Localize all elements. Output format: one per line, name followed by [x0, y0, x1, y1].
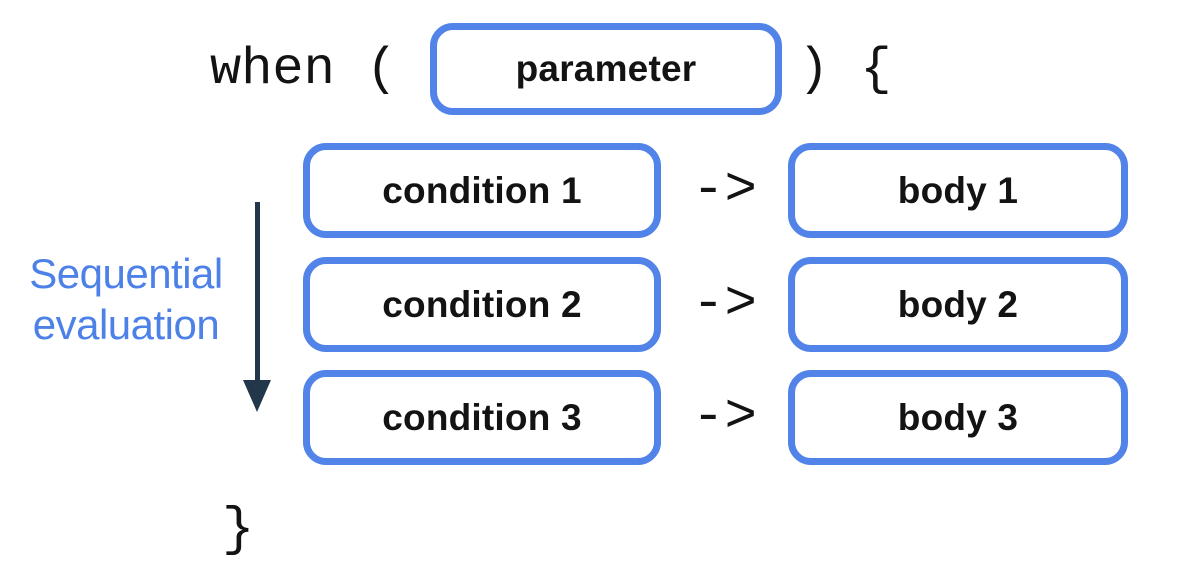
- case-row-1: condition 1 -> body 1: [0, 143, 1184, 238]
- body-box-2: body 2: [788, 257, 1128, 352]
- side-label-line1: Sequential: [29, 250, 223, 297]
- condition-box-1: condition 1: [303, 143, 661, 238]
- arrow-head-icon: [243, 380, 271, 412]
- map-arrow-2-text: ->: [692, 274, 757, 335]
- when-keyword-text: when (: [210, 39, 398, 99]
- sequential-evaluation-label: Sequential evaluation: [14, 248, 238, 350]
- body-3-label: body 3: [897, 396, 1019, 438]
- sequential-evaluation-arrow: [243, 202, 271, 412]
- closing-brace-text: }: [222, 499, 255, 561]
- parameter-box: parameter: [430, 23, 782, 115]
- case-row-3: condition 3 -> body 3: [0, 370, 1184, 465]
- close-paren-open-brace-text: ) {: [798, 39, 892, 99]
- condition-2-label: condition 2: [382, 283, 582, 325]
- parameter-label: parameter: [515, 48, 697, 89]
- map-arrow-1-text: ->: [692, 160, 757, 221]
- condition-box-2: condition 2: [303, 257, 661, 352]
- case-row-2: condition 2 -> body 2: [0, 257, 1184, 352]
- body-box-3: body 3: [788, 370, 1128, 465]
- arrow-line: [255, 202, 260, 382]
- side-label-line2: evaluation: [32, 301, 220, 348]
- body-1-label: body 1: [897, 169, 1019, 211]
- condition-3-label: condition 3: [382, 396, 582, 438]
- body-2-label: body 2: [897, 283, 1019, 325]
- condition-1-label: condition 1: [382, 169, 582, 211]
- map-arrow-3-text: ->: [692, 387, 757, 448]
- body-box-1: body 1: [788, 143, 1128, 238]
- condition-box-3: condition 3: [303, 370, 661, 465]
